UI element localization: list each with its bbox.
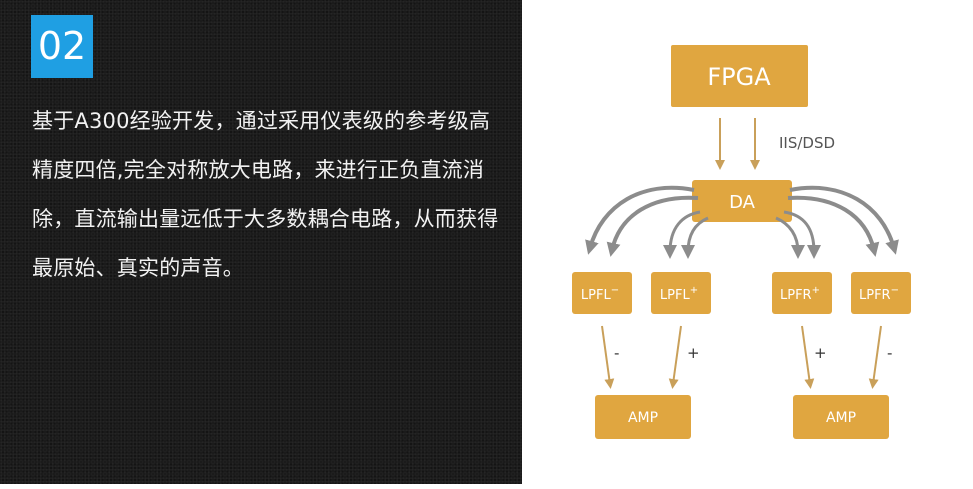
lpfl-plus-to-amp-arrow (668, 325, 682, 389)
lpfl-plus-label: LPFL+ (660, 285, 698, 303)
lpfl-minus-label: LPFL− (581, 285, 619, 303)
lpfl-minus-box (572, 272, 632, 314)
curved-arrow-lpfl-minus-inner (606, 195, 699, 257)
left-panel: 02 基于A300经验开发，通过采用仪表级的参考级高精度四倍,完全对称放大电路，… (0, 0, 522, 484)
description-text: 基于A300经验开发，通过采用仪表级的参考级高精度四倍,完全对称放大电路，来进行… (32, 109, 499, 280)
amp-left-box (595, 395, 691, 439)
lpfr-plus-sign: + (814, 344, 827, 362)
lpfr-minus-label: LPFR− (859, 285, 899, 303)
lpfl-plus-sign: + (687, 344, 700, 362)
da-to-lpf-arrows (585, 185, 899, 259)
curved-arrow-lpfr-minus-outer (789, 185, 899, 255)
curved-arrow-lpfl-minus-outer (585, 185, 695, 255)
iis-dsd-label: IIS/DSD (779, 134, 835, 152)
lpfr-plus-label: LPFR+ (780, 285, 820, 303)
curved-arrow-lpfr-minus-inner (787, 195, 880, 257)
fpga-label: FPGA (707, 63, 771, 91)
curved-arrow-lpfr-plus-inner (775, 216, 805, 259)
diagram-panel: FPGA IIS/DSD DA LPFL− LPFL+ (522, 0, 973, 484)
amp-right-label: AMP (826, 410, 856, 426)
lpfr-plus-box (772, 272, 832, 314)
amp-right-box (793, 395, 889, 439)
da-box (692, 180, 792, 222)
curved-arrow-lpfr-plus-outer (783, 210, 821, 259)
lpfr-plus-to-amp-arrow (801, 325, 815, 389)
curved-arrow-lpfl-plus-outer (663, 210, 701, 259)
lpfr-minus-to-amp-arrow (868, 325, 882, 389)
signal-flow-diagram: FPGA IIS/DSD DA LPFL− LPFL+ (572, 45, 911, 439)
lpfl-minus-sign: - (614, 344, 619, 362)
amp-left-label: AMP (628, 410, 658, 426)
lpfl-plus-box (651, 272, 711, 314)
curved-arrow-lpfl-plus-inner (681, 216, 709, 259)
lpfr-minus-sign: - (887, 344, 892, 362)
fpga-box (671, 45, 808, 107)
lpfl-minus-to-amp-arrow (601, 325, 615, 389)
section-number-badge: 02 (31, 15, 93, 78)
da-label: DA (729, 192, 756, 213)
lpfr-minus-box (851, 272, 911, 314)
